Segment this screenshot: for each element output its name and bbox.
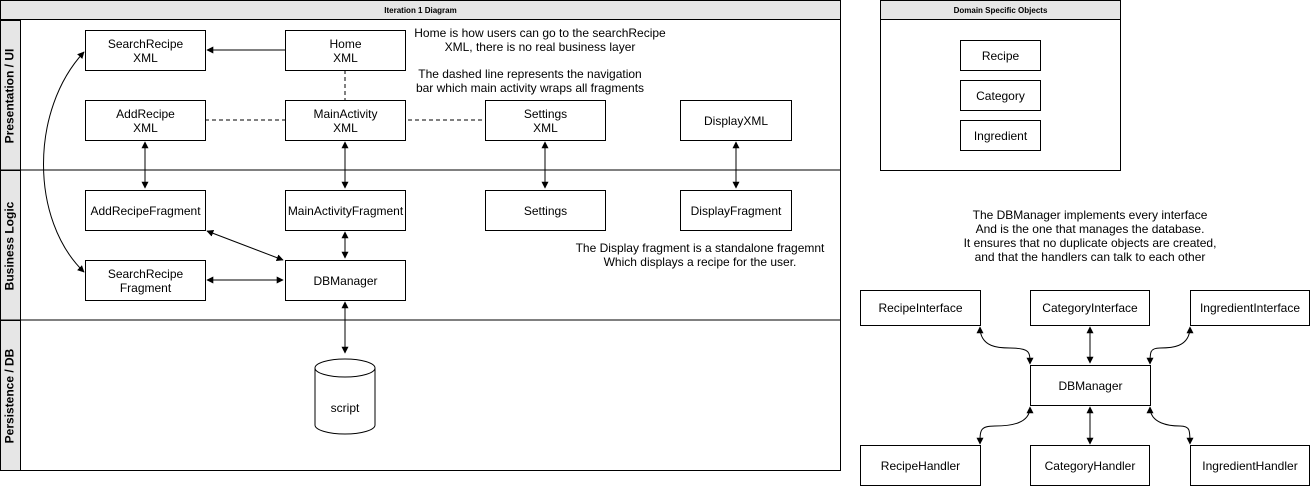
dbmanager-center-node[interactable]: DBManager — [1030, 365, 1151, 406]
recipehandler-node[interactable]: RecipeHandler — [860, 445, 981, 486]
dashed-line-note: The dashed line represents the navigatio… — [415, 67, 645, 95]
home-note: Home is how users can go to the searchRe… — [414, 26, 666, 54]
arrow-recipeinterface — [976, 326, 1034, 365]
arrow-recipehandler — [976, 406, 1034, 445]
dbmanager-note: The DBManager implements every interface… — [963, 208, 1217, 264]
dbmanager-node[interactable]: DBManager — [285, 260, 406, 301]
arrow-addfragment-db — [206, 229, 284, 262]
domain-objects-title: Domain Specific Objects — [880, 0, 1121, 20]
domain-object-recipe[interactable]: Recipe — [960, 40, 1041, 71]
script-label: script — [330, 401, 360, 415]
searchrecipe-xml-node[interactable]: SearchRecipe XML — [85, 30, 206, 71]
arrow-search-curve — [43, 51, 85, 273]
domain-object-category[interactable]: Category — [960, 80, 1041, 111]
diagram-title: Iteration 1 Diagram — [0, 0, 841, 20]
categoryinterface-node[interactable]: CategoryInterface — [1030, 290, 1150, 326]
displayfragment-node[interactable]: DisplayFragment — [680, 190, 792, 231]
domain-object-ingredient[interactable]: Ingredient — [960, 120, 1041, 151]
home-xml-node[interactable]: Home XML — [285, 30, 406, 71]
arrow-ingredienthandler — [1146, 406, 1194, 445]
arrow-ingredientinterface — [1146, 326, 1194, 365]
display-fragment-note: The Display fragment is a standalone fra… — [575, 241, 825, 269]
searchrecipefragment-node[interactable]: SearchRecipe Fragment — [85, 260, 206, 301]
settings-xml-node[interactable]: Settings XML — [485, 100, 606, 141]
displayxml-node[interactable]: DisplayXML — [680, 100, 792, 141]
categoryhandler-node[interactable]: CategoryHandler — [1030, 445, 1150, 486]
database-icon — [314, 368, 376, 435]
mainactivityfragment-node[interactable]: MainActivityFragment — [285, 190, 406, 231]
domain-objects-frame — [880, 19, 1121, 171]
addrecipe-xml-node[interactable]: AddRecipe XML — [85, 100, 206, 141]
mainactivity-xml-node[interactable]: MainActivity XML — [285, 100, 406, 141]
addrecipefragment-node[interactable]: AddRecipeFragment — [85, 190, 206, 231]
recipeinterface-node[interactable]: RecipeInterface — [860, 290, 981, 326]
settings-node[interactable]: Settings — [485, 190, 606, 231]
ingredientinterface-node[interactable]: IngredientInterface — [1190, 290, 1310, 326]
ingredienthandler-node[interactable]: IngredientHandler — [1190, 445, 1310, 486]
